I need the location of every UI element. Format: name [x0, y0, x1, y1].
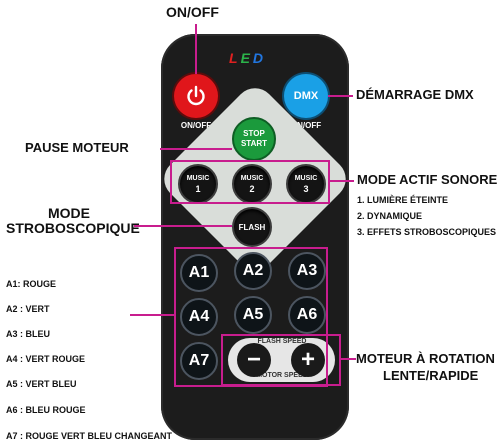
music-3-line2: 3: [303, 184, 309, 194]
mode-sonore-connector: [330, 180, 354, 182]
minus-button[interactable]: −: [237, 343, 271, 377]
a4-button[interactable]: A4: [180, 298, 218, 336]
minus-icon: −: [246, 346, 261, 373]
a2-button[interactable]: A2: [234, 252, 272, 290]
motor-speed-label: MOTOR SPEED: [256, 372, 308, 379]
music-3-button[interactable]: MUSIC 3: [286, 164, 326, 204]
sonore-item-1: 1. LUMIÈRE ÉTEINTE: [357, 195, 449, 205]
pause-moteur-callout: PAUSE MOTEUR: [25, 140, 129, 155]
color-item-a7: A7 : ROUGE VERT BLEU CHANGEANT: [6, 431, 173, 441]
a1-button-text: A1: [188, 264, 210, 281]
music-1-line2: 1: [195, 184, 201, 194]
a6-button-text: A6: [296, 306, 318, 323]
music-3-line1: MUSIC: [294, 175, 318, 182]
a2-button-text: A2: [242, 262, 264, 279]
dmx-button-label: ON/OFF: [290, 121, 322, 130]
moteur-connector: [341, 358, 356, 360]
led-letter-e: E: [240, 50, 253, 66]
led-letter-l: L: [229, 50, 241, 66]
color-item-a2: A2 : VERT: [6, 304, 50, 314]
mode-actif-sonore-callout: MODE ACTIF SONORE: [357, 172, 498, 187]
a6-button[interactable]: A6: [288, 296, 326, 334]
color-item-a6: A6 : BLEU ROUGE: [6, 405, 86, 415]
demarrage-dmx-callout: DÉMARRAGE DMX: [356, 87, 474, 102]
plus-button[interactable]: +: [291, 343, 325, 377]
dmx-button-text: DMX: [293, 90, 319, 102]
a-buttons-highlight: [174, 247, 328, 387]
color-item-a4: A4 : VERT ROUGE: [6, 354, 86, 364]
a5-button[interactable]: A5: [234, 296, 272, 334]
color-item-a1: A1: ROUGE: [6, 279, 57, 289]
flash-button-text: FLASH: [238, 222, 266, 232]
a3-button-text: A3: [296, 262, 318, 279]
a7-button[interactable]: A7: [180, 342, 218, 380]
music-2-line1: MUSIC: [240, 175, 264, 182]
stop-start-line2: START: [240, 139, 268, 148]
led-letter-d: D: [252, 50, 267, 66]
music-1-line1: MUSIC: [186, 175, 210, 182]
plus-icon: +: [300, 346, 315, 373]
on-off-connector-h: [195, 24, 197, 74]
stop-start-line1: STOP: [243, 129, 265, 138]
music-2-line2: 2: [249, 184, 255, 194]
speed-buttons-highlight: [221, 334, 341, 386]
color-list-connector: [130, 314, 174, 316]
a7-button-text: A7: [188, 352, 210, 369]
mode-strobo-callout-line1: MODE: [48, 205, 90, 221]
dmx-button[interactable]: DMX: [284, 74, 328, 118]
led-logo: LED: [229, 50, 266, 66]
dmx-connector: [328, 95, 353, 97]
power-button[interactable]: [174, 74, 218, 118]
color-item-a5: A5 : VERT BLEU: [6, 379, 77, 389]
music-buttons-highlight: [170, 160, 330, 204]
moteur-callout-line1: MOTEUR À ROTATION: [356, 351, 495, 366]
sonore-item-2: 2. DYNAMIQUE: [357, 211, 423, 221]
sonore-item-3: 3. EFFETS STROBOSCOPIQUES: [357, 227, 497, 237]
mode-strobo-callout-line2: STROBOSCOPIQUE: [6, 220, 140, 236]
a5-button-text: A5: [242, 306, 264, 323]
power-icon: [187, 85, 205, 106]
on-off-callout: ON/OFF: [166, 4, 219, 20]
moteur-callout-line2: LENTE/RAPIDE: [383, 368, 479, 383]
stop-start-button[interactable]: STOP START: [232, 117, 276, 161]
a3-button[interactable]: A3: [288, 252, 326, 290]
power-button-label: ON/OFF: [180, 121, 212, 130]
flash-speed-label: FLASH SPEED: [257, 338, 307, 345]
mode-strobo-connector: [134, 225, 232, 227]
pause-moteur-connector: [160, 148, 232, 150]
flash-button[interactable]: FLASH: [232, 207, 272, 247]
a1-button[interactable]: A1: [180, 254, 218, 292]
a4-button-text: A4: [188, 308, 210, 325]
color-item-a3: A3 : BLEU: [6, 329, 51, 339]
